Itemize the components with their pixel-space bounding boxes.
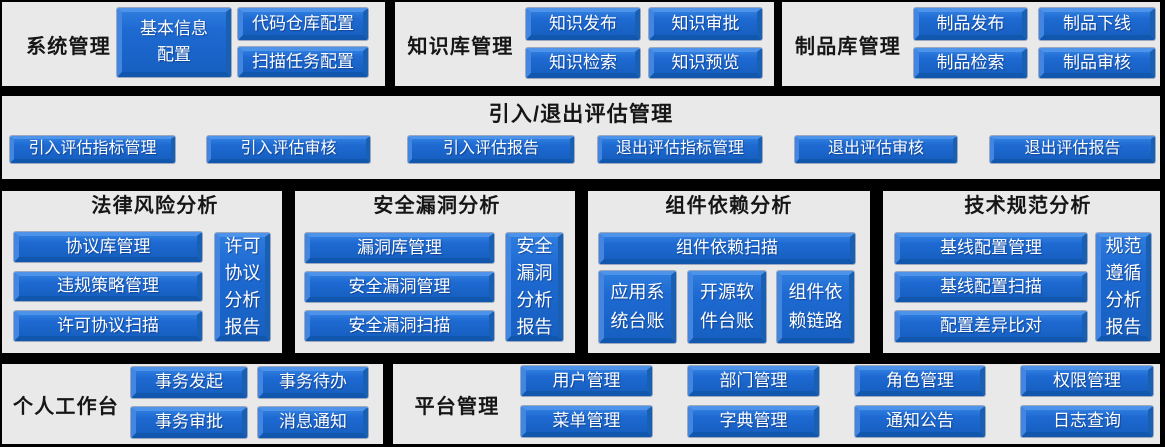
button-intro-eval-review[interactable]: 引入评估审核 bbox=[207, 136, 370, 163]
button-task-todo[interactable]: 事务待办 bbox=[258, 367, 368, 398]
title-intro-exit-evaluation: 引入/退出评估管理 bbox=[488, 103, 674, 126]
button-basic-info-config[interactable]: 基本信息 配置 bbox=[117, 8, 231, 77]
button-knowledge-publish[interactable]: 知识发布 bbox=[526, 8, 640, 40]
title-knowledge-base-management: 知识库管理 bbox=[407, 35, 514, 58]
button-department-management[interactable]: 部门管理 bbox=[688, 366, 819, 396]
button-knowledge-preview[interactable]: 知识预览 bbox=[649, 48, 762, 78]
button-artifact-offline[interactable]: 制品下线 bbox=[1039, 8, 1155, 40]
button-baseline-config-management[interactable]: 基线配置管理 bbox=[895, 233, 1087, 264]
button-security-vuln-management[interactable]: 安全漏洞管理 bbox=[305, 272, 494, 302]
title-artifact-repo-management: 制品库管理 bbox=[795, 35, 901, 58]
button-artifact-review[interactable]: 制品审核 bbox=[1039, 48, 1155, 78]
button-scan-task-config[interactable]: 扫描任务配置 bbox=[238, 47, 368, 77]
button-artifact-search[interactable]: 制品检索 bbox=[914, 48, 1027, 78]
button-exit-eval-report[interactable]: 退出评估报告 bbox=[990, 136, 1155, 163]
button-app-system-ledger[interactable]: 应用系 统台账 bbox=[599, 271, 676, 343]
button-permission-management[interactable]: 权限管理 bbox=[1021, 366, 1153, 396]
button-license-analysis-report[interactable]: 许可 协议 分析 报告 bbox=[215, 233, 270, 341]
button-user-management[interactable]: 用户管理 bbox=[521, 366, 652, 396]
panel-intro-exit-evaluation bbox=[2, 96, 1160, 179]
button-config-diff-compare[interactable]: 配置差异比对 bbox=[895, 311, 1087, 342]
button-notice-announcement[interactable]: 通知公告 bbox=[855, 406, 985, 437]
button-message-notification[interactable]: 消息通知 bbox=[258, 407, 368, 438]
button-standard-compliance-analysis-report[interactable]: 规范 遵循 分析 报告 bbox=[1096, 233, 1151, 341]
button-intro-eval-metric-management[interactable]: 引入评估指标管理 bbox=[10, 136, 175, 163]
button-oss-software-ledger[interactable]: 开源软 件台账 bbox=[688, 271, 766, 343]
button-vuln-lib-management[interactable]: 漏洞库管理 bbox=[305, 233, 494, 263]
button-knowledge-search[interactable]: 知识检索 bbox=[526, 48, 640, 78]
button-license-agreement-scan[interactable]: 许可协议扫描 bbox=[14, 311, 202, 341]
title-component-dependency-analysis: 组件依赖分析 bbox=[665, 194, 793, 217]
button-role-management[interactable]: 角色管理 bbox=[855, 366, 985, 396]
button-log-query[interactable]: 日志查询 bbox=[1021, 406, 1153, 437]
title-system-management: 系统管理 bbox=[26, 35, 111, 58]
button-knowledge-approval[interactable]: 知识审批 bbox=[649, 8, 762, 40]
button-menu-management[interactable]: 菜单管理 bbox=[521, 406, 652, 437]
button-security-vuln-analysis-report[interactable]: 安全 漏洞 分析 报告 bbox=[506, 233, 563, 341]
button-intro-eval-report[interactable]: 引入评估报告 bbox=[408, 136, 574, 163]
button-exit-eval-review[interactable]: 退出评估审核 bbox=[795, 136, 957, 163]
button-task-approval[interactable]: 事务审批 bbox=[131, 407, 247, 438]
title-legal-risk-analysis: 法律风险分析 bbox=[91, 194, 219, 217]
button-task-initiate[interactable]: 事务发起 bbox=[131, 367, 247, 398]
title-tech-standard-analysis: 技术规范分析 bbox=[964, 194, 1092, 217]
button-code-repo-config[interactable]: 代码仓库配置 bbox=[238, 8, 368, 40]
button-exit-eval-metric-management[interactable]: 退出评估指标管理 bbox=[598, 136, 762, 163]
button-security-vuln-scan[interactable]: 安全漏洞扫描 bbox=[305, 311, 494, 341]
button-component-dependency-link[interactable]: 组件依 赖链路 bbox=[777, 271, 854, 343]
button-violation-policy-management[interactable]: 违规策略管理 bbox=[14, 272, 202, 301]
title-security-vuln-analysis: 安全漏洞分析 bbox=[373, 194, 501, 217]
title-platform-management: 平台管理 bbox=[414, 395, 500, 418]
button-dictionary-management[interactable]: 字典管理 bbox=[688, 406, 819, 437]
title-personal-workbench: 个人工作台 bbox=[13, 395, 119, 418]
button-component-dependency-scan[interactable]: 组件依赖扫描 bbox=[599, 233, 855, 264]
button-license-lib-management[interactable]: 协议库管理 bbox=[14, 232, 202, 262]
button-baseline-config-scan[interactable]: 基线配置扫描 bbox=[895, 272, 1087, 302]
button-artifact-publish[interactable]: 制品发布 bbox=[914, 8, 1027, 40]
